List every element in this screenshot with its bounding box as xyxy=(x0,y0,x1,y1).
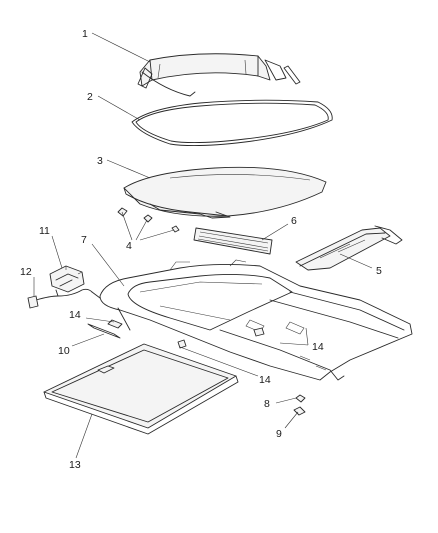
callout-14-left: 14 xyxy=(69,309,81,321)
part-12-wire-harness xyxy=(27,288,93,309)
callout-13: 13 xyxy=(69,459,81,471)
callout-2: 2 xyxy=(87,91,93,103)
callout-10: 10 xyxy=(58,345,70,357)
callout-14-right: 14 xyxy=(312,341,324,353)
callout-1: 1 xyxy=(82,28,88,40)
part-1-wind-deflector xyxy=(137,53,301,97)
part-2-glass-seal xyxy=(131,99,333,147)
part-3-glass-panel xyxy=(123,166,327,219)
part-9-nut xyxy=(293,406,306,416)
callout-11: 11 xyxy=(39,225,50,237)
part-5-deflector-bracket xyxy=(295,225,403,271)
callout-8: 8 xyxy=(264,398,270,410)
callout-4: 4 xyxy=(126,240,132,252)
callout-9: 9 xyxy=(276,428,282,440)
part-6-wind-screen xyxy=(193,227,273,255)
part-8-clip xyxy=(295,394,306,403)
callout-3: 3 xyxy=(97,155,103,167)
part-10-drain-strip xyxy=(87,319,123,339)
part-4-fasteners xyxy=(117,207,180,233)
callout-12: 12 xyxy=(20,266,32,278)
part-11-motor xyxy=(49,265,85,293)
callout-labels: 1 2 3 4 5 6 7 8 9 10 11 12 13 14 14 14 xyxy=(20,28,382,471)
callout-7: 7 xyxy=(81,234,87,246)
callout-5: 5 xyxy=(376,265,382,277)
part-13-sunshade xyxy=(43,343,239,435)
callout-6: 6 xyxy=(291,215,297,227)
leader-lines xyxy=(33,32,373,459)
callout-14-bottom: 14 xyxy=(259,374,271,386)
part-14-clips xyxy=(177,327,265,349)
